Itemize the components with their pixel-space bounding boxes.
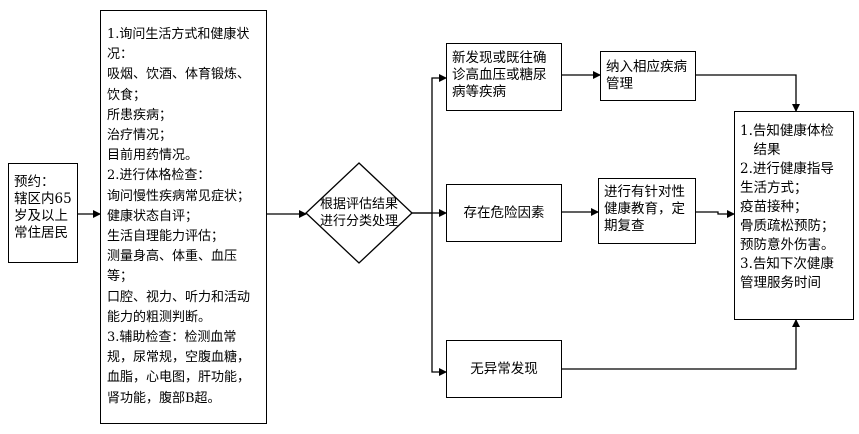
disease-line-2: 诊高血压或糖尿 xyxy=(452,67,547,83)
exam-line-9: 询问慢性疾病常见症状； xyxy=(107,188,251,204)
exam-line-6: 治疗情况； xyxy=(107,128,173,144)
exam-line-3: 吸烟、饮酒、体育锻炼、 xyxy=(107,67,251,83)
normal-line-1: 无异常发现 xyxy=(470,360,538,377)
entry-box: 预约： 辖区内65 岁及以上 常住居民 xyxy=(8,163,78,263)
disease-line-3: 病等疾病 xyxy=(452,84,506,100)
entry-line-2: 辖区内65 xyxy=(14,191,72,207)
exam-line-8: 2.进行体格检查： xyxy=(107,168,211,184)
disease-line-1: 新发现或既往确 xyxy=(452,50,547,66)
branch-normal-box: 无异常发现 xyxy=(446,340,562,398)
exam-line-17: 规，尿常规，空腹血糖， xyxy=(107,350,251,366)
outcome-line-9: 管理服务时间 xyxy=(740,275,821,291)
outcome-line-1: 1.告知健康体检 xyxy=(740,123,834,139)
exam-line-18: 血脂，心电图，肝功能， xyxy=(107,370,251,386)
educate-line-2: 健康教育，定 xyxy=(604,201,685,217)
manage-line-2: 管理 xyxy=(606,76,633,92)
outcome-line-6: 骨质疏松预防； xyxy=(740,218,835,234)
decision-line-1: 根据评估结果 xyxy=(319,197,398,212)
outcome-box: 1.告知健康体检 结果 2.进行健康指导 生活方式； 疫苗接种； 骨质疏松预防；… xyxy=(734,111,854,320)
educate-line-3: 期复查 xyxy=(604,218,645,234)
action-educate-box: 进行有针对性 健康教育，定 期复查 xyxy=(598,178,696,244)
exam-line-15: 能力的粗测判断。 xyxy=(107,309,212,325)
arrow-decision-to-normal xyxy=(431,213,447,376)
arrow-manage-to-outcome xyxy=(696,74,800,112)
outcome-line-3: 2.进行健康指导 xyxy=(740,161,834,177)
entry-line-1: 预约： xyxy=(14,174,55,190)
decision-line-2: 进行分类处理 xyxy=(319,214,398,229)
exam-line-2: 况： xyxy=(107,47,134,63)
entry-line-4: 常住居民 xyxy=(14,225,68,241)
outcome-line-7: 预防意外伤害。 xyxy=(740,237,835,253)
branch-disease-box: 新发现或既往确 诊高血压或糖尿 病等疾病 xyxy=(446,43,562,111)
branch-risk-box: 存在危险因素 xyxy=(446,184,562,242)
action-manage-box: 纳入相应疾病 管理 xyxy=(600,51,696,101)
exam-line-13: 等； xyxy=(107,269,134,285)
outcome-line-8: 3.告知下次健康 xyxy=(740,256,834,272)
outcome-line-5: 疫苗接种； xyxy=(740,199,808,215)
exam-line-1: 1.询问生活方式和健康状 xyxy=(107,27,250,42)
decision-text: 根据评估结果 进行分类处理 xyxy=(306,196,412,230)
arrow-educate-to-outcome xyxy=(696,210,735,218)
outcome-line-4: 生活方式； xyxy=(740,180,808,196)
exam-line-19: 肾功能，腹部B超。 xyxy=(107,390,221,406)
exam-line-14: 口腔、视力、听力和活动 xyxy=(107,289,251,305)
entry-line-3: 岁及以上 xyxy=(14,208,68,224)
decision-diamond xyxy=(305,162,413,264)
educate-line-1: 进行有针对性 xyxy=(604,184,685,200)
arrow-decision-to-disease xyxy=(412,74,447,214)
exam-line-7: 目前用药情况。 xyxy=(107,148,199,164)
exam-line-11: 生活自理能力评估； xyxy=(107,229,225,245)
exam-box: 1.询问生活方式和健康状 况： 吸烟、饮酒、体育锻炼、 饮食； 所患疾病； 治疗… xyxy=(100,10,267,424)
arrow-normal-to-outcome xyxy=(562,319,800,370)
exam-line-4: 饮食； xyxy=(107,87,147,103)
exam-line-16: 3.辅助检查：检测血常 xyxy=(107,330,237,346)
outcome-line-2: 结果 xyxy=(740,142,781,158)
exam-line-5: 所患疾病； xyxy=(107,107,173,123)
exam-line-10: 健康状态自评； xyxy=(107,208,199,224)
risk-line-1: 存在危险因素 xyxy=(463,204,545,221)
manage-line-1: 纳入相应疾病 xyxy=(606,59,687,75)
exam-line-12: 测量身高、体重、血压 xyxy=(107,249,238,265)
